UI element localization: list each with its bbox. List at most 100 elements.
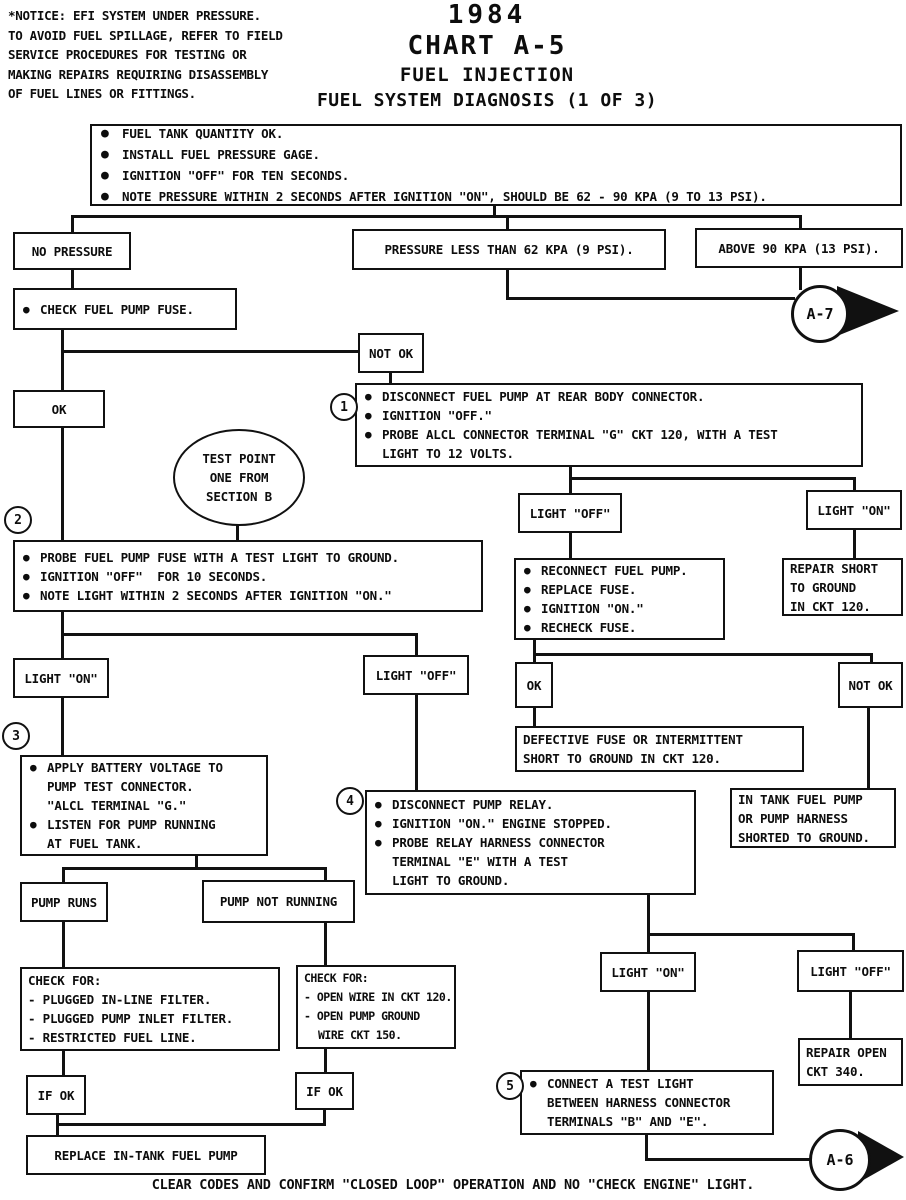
box-ok-fuse: OK <box>13 390 105 428</box>
flow-line <box>61 428 64 540</box>
intro-bullet: FUEL TANK QUANTITY OK. <box>98 124 894 143</box>
step-bullet: IGNITION "ON." ENGINE STOPPED. <box>373 814 688 833</box>
box-defective-fuse: DEFECTIVE FUSE OR INTERMITTENT SHORT TO … <box>515 726 804 772</box>
result-line: SHORT TO GROUND IN CKT 120. <box>523 751 721 766</box>
step-bullet: REPLACE FUSE. <box>522 580 717 599</box>
step-bullet: IGNITION "OFF" FOR 10 SECONDS. <box>21 567 475 586</box>
flow-line <box>647 933 855 936</box>
flow-line <box>415 633 418 655</box>
flow-line <box>647 992 650 1070</box>
title-year: 1984 <box>447 0 527 30</box>
flow-line <box>569 533 572 558</box>
step-bullet-cont: "ALCL TERMINAL "G." <box>47 798 187 813</box>
flow-line <box>569 477 856 480</box>
flow-line <box>71 215 802 218</box>
flow-line <box>62 867 65 882</box>
check-line: - OPEN WIRE IN CKT 120. <box>304 990 452 1004</box>
flow-line <box>647 895 650 952</box>
intro-bullet: NOTE PRESSURE WITHIN 2 SECONDS AFTER IGN… <box>98 187 894 206</box>
result-line: IN CKT 120. <box>790 598 871 614</box>
intro-bullet: INSTALL FUEL PRESSURE GAGE. <box>98 145 894 164</box>
step-bullet: NOTE LIGHT WITHIN 2 SECONDS AFTER IGNITI… <box>21 586 475 605</box>
box-no-pressure: NO PRESSURE <box>13 232 131 270</box>
box-light-on-2: LIGHT "ON" <box>13 658 109 698</box>
flow-line <box>323 1110 326 1126</box>
box-step-4: DISCONNECT PUMP RELAY. IGNITION "ON." EN… <box>365 790 696 895</box>
step-bullet: APPLY BATTERY VOLTAGE TO <box>28 758 260 777</box>
ellipse-line: ONE FROM <box>209 470 269 485</box>
box-replace-in-tank-pump: REPLACE IN-TANK FUEL PUMP <box>26 1135 266 1175</box>
step-bullet-cont: LIGHT TO 12 VOLTS. <box>382 446 514 461</box>
box-ok-fuse-recheck: OK <box>515 662 553 708</box>
ellipse-line: SECTION B <box>206 489 272 504</box>
step-bullet-cont: TERMINALS "B" AND "E". <box>547 1114 709 1129</box>
box-if-ok-right: IF OK <box>295 1072 354 1110</box>
box-step-5: CONNECT A TEST LIGHT BETWEEN HARNESS CON… <box>520 1070 774 1135</box>
box-light-off-2: LIGHT "OFF" <box>363 655 469 695</box>
box-repair-short-ckt120: REPAIR SHORT TO GROUND IN CKT 120. <box>782 558 903 616</box>
flow-line <box>506 215 509 229</box>
box-in-tank-shorted: IN TANK FUEL PUMP OR PUMP HARNESS SHORTE… <box>730 788 896 848</box>
step-bullet-cont: LIGHT TO GROUND. <box>392 873 510 888</box>
step-number-1: 1 <box>330 393 358 421</box>
notice-line: TO AVOID FUEL SPILLAGE, REFER TO FIELD <box>8 27 283 43</box>
step-bullet-cont: PUMP TEST CONNECTOR. <box>47 779 194 794</box>
box-reconnect-fuel-pump: RECONNECT FUEL PUMP. REPLACE FUSE. IGNIT… <box>514 558 725 640</box>
result-line: REPAIR SHORT <box>790 560 878 576</box>
notice-line: *NOTICE: EFI SYSTEM UNDER PRESSURE. <box>8 8 261 23</box>
box-light-off-3: LIGHT "OFF" <box>797 950 904 992</box>
check-line: - OPEN PUMP GROUND <box>304 1009 420 1023</box>
result-line: REPAIR OPEN <box>806 1045 887 1060</box>
step-bullet: RECONNECT FUEL PUMP. <box>522 561 717 580</box>
box-if-ok-left: IF OK <box>26 1075 86 1115</box>
box-check-for-restrictions: CHECK FOR: - PLUGGED IN-LINE FILTER. - P… <box>20 967 280 1051</box>
flow-line <box>195 855 198 869</box>
flow-line <box>867 708 870 788</box>
step-bullet: PROBE RELAY HARNESS CONNECTOR <box>373 833 688 852</box>
flow-line <box>870 653 873 662</box>
pressure-notice: *NOTICE: EFI SYSTEM UNDER PRESSURE. TO A… <box>8 6 283 104</box>
footer-instruction: CLEAR CODES AND CONFIRM "CLOSED LOOP" OP… <box>151 1177 755 1193</box>
step-bullet: CHECK FUEL PUMP FUSE. <box>21 300 229 319</box>
title-diagnosis: FUEL SYSTEM DIAGNOSIS (1 OF 3) <box>316 90 658 111</box>
title-chart-number: CHART A-5 <box>407 31 567 61</box>
step-bullet: RECHECK FUSE. <box>522 618 717 637</box>
box-step-1: DISCONNECT FUEL PUMP AT REAR BODY CONNEC… <box>355 383 863 467</box>
step-bullet: PROBE FUEL PUMP FUSE WITH A TEST LIGHT T… <box>21 548 475 567</box>
flow-line <box>61 698 64 755</box>
flow-line <box>62 1051 65 1075</box>
flow-line <box>62 922 65 967</box>
step-bullet: CONNECT A TEST LIGHT <box>528 1074 766 1093</box>
check-line-cont: WIRE CKT 150. <box>318 1028 402 1042</box>
box-check-for-open-wires: CHECK FOR: - OPEN WIRE IN CKT 120. - OPE… <box>296 965 456 1049</box>
flow-line <box>799 215 802 228</box>
step-bullet-cont: BETWEEN HARNESS CONNECTOR <box>547 1095 731 1110</box>
box-light-on-1: LIGHT "ON" <box>806 490 902 530</box>
step-bullet: DISCONNECT FUEL PUMP AT REAR BODY CONNEC… <box>363 387 855 406</box>
flow-line <box>71 215 74 232</box>
check-line: - PLUGGED IN-LINE FILTER. <box>28 992 212 1007</box>
result-line: CKT 340. <box>806 1064 865 1079</box>
a6-connector: A-6 <box>809 1129 871 1191</box>
flow-line <box>61 350 358 353</box>
flow-line <box>645 1135 648 1161</box>
intro-bullet: IGNITION "OFF" FOR TEN SECONDS. <box>98 166 894 185</box>
box-step-3: APPLY BATTERY VOLTAGE TO PUMP TEST CONNE… <box>20 755 268 856</box>
box-repair-open-ckt340: REPAIR OPEN CKT 340. <box>798 1038 903 1086</box>
flow-line <box>324 1049 327 1072</box>
flow-line <box>506 297 795 300</box>
flow-line <box>389 372 392 383</box>
result-line: IN TANK FUEL PUMP <box>738 791 863 807</box>
flow-line <box>506 270 509 300</box>
ellipse-line: TEST POINT <box>202 451 276 466</box>
flow-line <box>61 633 418 636</box>
check-line: - PLUGGED PUMP INLET FILTER. <box>28 1011 234 1026</box>
flow-line <box>849 992 852 1038</box>
flow-line <box>56 1123 326 1126</box>
box-above-90: ABOVE 90 KPA (13 PSI). <box>695 228 903 268</box>
notice-line: OF FUEL LINES OR FITTINGS. <box>8 86 196 101</box>
flow-line <box>799 268 802 290</box>
box-check-fuel-pump-fuse: CHECK FUEL PUMP FUSE. <box>13 288 237 330</box>
flow-line <box>62 867 327 870</box>
